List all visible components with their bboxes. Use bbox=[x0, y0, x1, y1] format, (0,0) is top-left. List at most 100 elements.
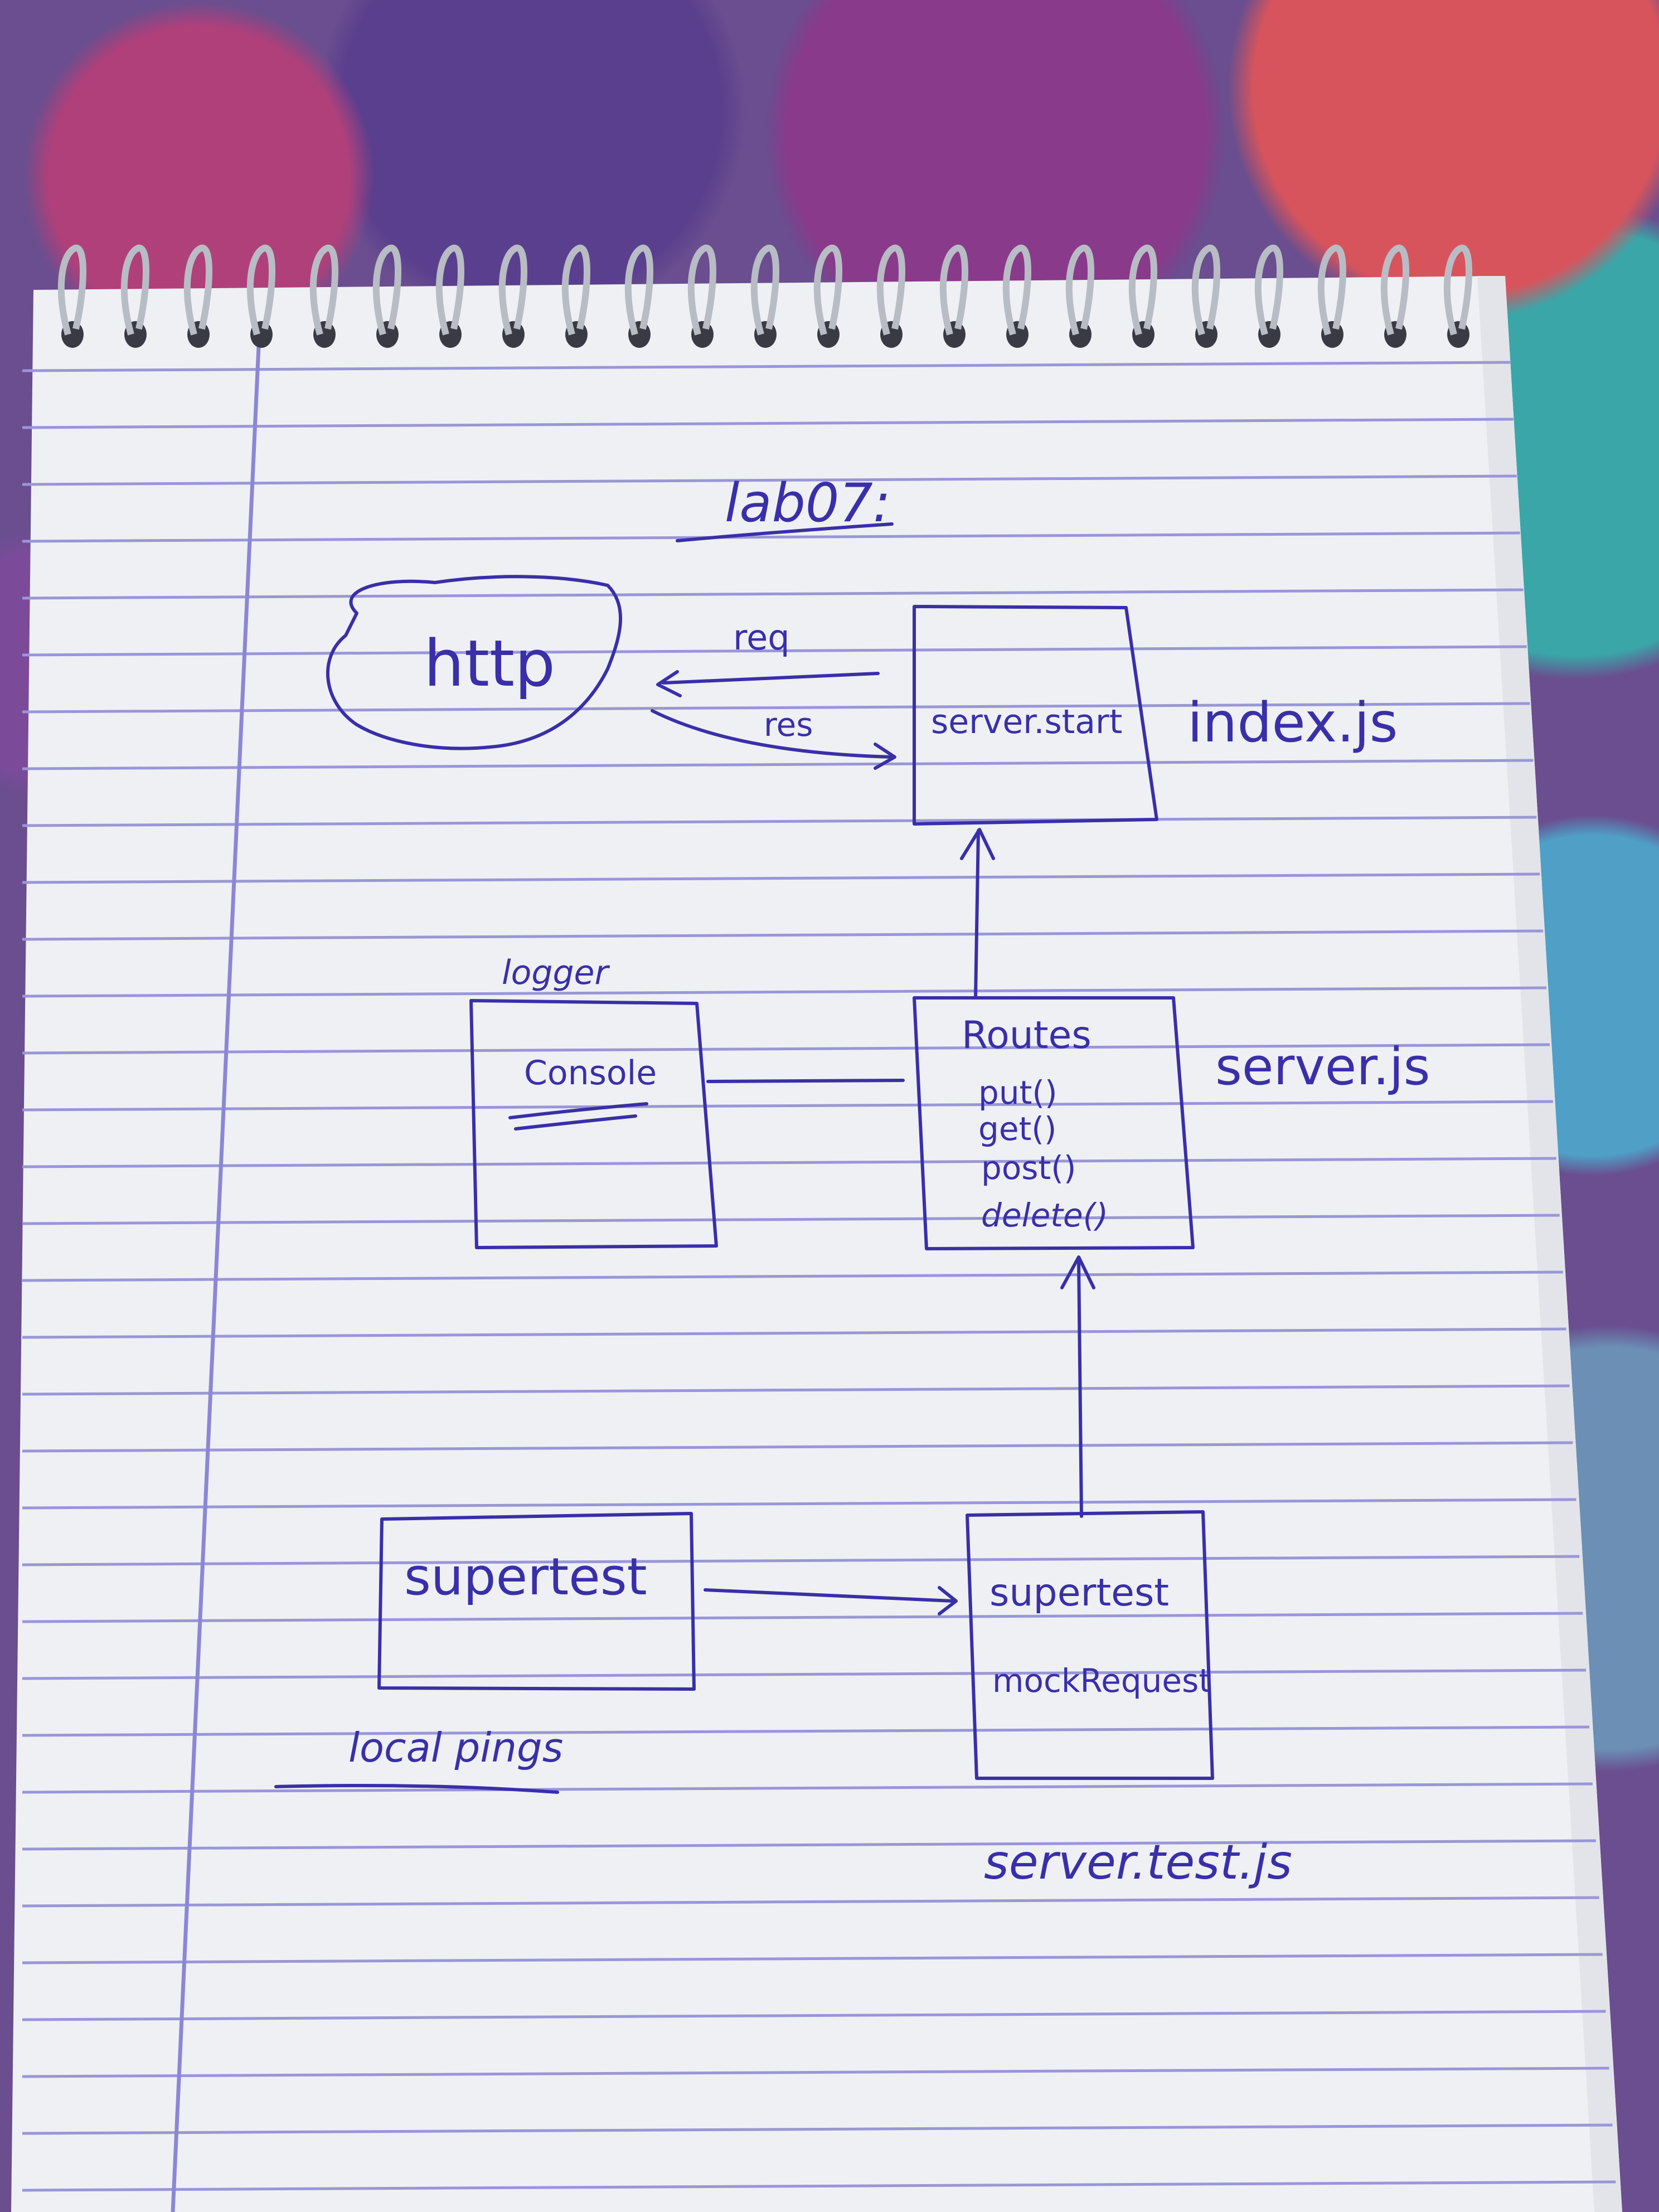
rule-line bbox=[22, 418, 1514, 429]
spiral-ring bbox=[435, 244, 464, 348]
spiral-ring bbox=[561, 244, 590, 348]
http-cloud bbox=[326, 575, 623, 750]
spiral-ring bbox=[246, 244, 275, 348]
spiral-ring bbox=[1002, 244, 1031, 348]
spiral-ring bbox=[1443, 244, 1472, 348]
rule-line bbox=[22, 759, 1534, 770]
logger-caption: logger bbox=[502, 953, 610, 992]
req-arrow bbox=[662, 672, 880, 685]
rule-line bbox=[22, 929, 1544, 941]
route-method-delete: delete() bbox=[981, 1196, 1108, 1234]
rule-line bbox=[22, 588, 1524, 600]
notebook-page bbox=[11, 276, 1622, 2212]
route-method-post: post() bbox=[981, 1149, 1076, 1187]
server-test-js-label: server.test.js bbox=[984, 1835, 1292, 1890]
rule-line bbox=[22, 2123, 1613, 2135]
rule-line bbox=[22, 1214, 1560, 1225]
route-method-get: get() bbox=[978, 1110, 1057, 1148]
spiral-ring bbox=[120, 244, 149, 348]
spiral-ring bbox=[813, 244, 842, 348]
spiral-ring bbox=[1065, 244, 1094, 348]
spiral-ring bbox=[1128, 244, 1157, 348]
rule-line bbox=[22, 361, 1511, 372]
rule-line bbox=[22, 645, 1527, 657]
rule-line bbox=[22, 2180, 1616, 2192]
rule-line bbox=[22, 1953, 1603, 1964]
rule-line bbox=[22, 1782, 1593, 1794]
spiral-ring bbox=[1317, 244, 1346, 348]
rule-line bbox=[22, 986, 1547, 998]
spiral-ring bbox=[624, 244, 653, 348]
supertest-to-test-arrow bbox=[704, 1588, 955, 1603]
rule-line bbox=[22, 2010, 1606, 2021]
diagram-title: lab07: bbox=[725, 473, 891, 534]
routes-box bbox=[913, 996, 1195, 1250]
rule-line bbox=[22, 1441, 1573, 1453]
console-label: Console bbox=[524, 1054, 657, 1093]
req-label: req bbox=[733, 617, 790, 658]
margin-line bbox=[171, 334, 261, 2212]
spiral-ring bbox=[687, 244, 716, 348]
spiral-ring bbox=[939, 244, 968, 348]
title-underline bbox=[676, 522, 894, 542]
test-to-routes-arrowhead bbox=[1060, 1255, 1095, 1289]
server-test-label-1: supertest bbox=[989, 1571, 1169, 1615]
rule-line bbox=[22, 1100, 1553, 1112]
spiral-binding bbox=[57, 244, 1472, 348]
rule-line bbox=[22, 1896, 1599, 1908]
spiral-ring bbox=[372, 244, 401, 348]
rule-line bbox=[22, 1612, 1583, 1623]
supertest-box bbox=[377, 1512, 696, 1691]
server-js-label: server.js bbox=[1215, 1037, 1430, 1097]
routes-to-start-arrow bbox=[974, 829, 980, 1000]
diagram bbox=[274, 522, 1214, 1794]
server-start-label: server.start bbox=[931, 702, 1122, 741]
rule-line bbox=[22, 1498, 1576, 1510]
spiral-ring bbox=[57, 244, 86, 348]
routes-to-start-arrowhead bbox=[960, 828, 995, 860]
index-js-label: index.js bbox=[1187, 691, 1398, 755]
local-pings-caption: local pings bbox=[348, 1724, 563, 1771]
rule-line bbox=[22, 474, 1517, 486]
route-method-put: put() bbox=[978, 1074, 1058, 1112]
ruled-lines bbox=[22, 361, 1616, 2192]
supertest-to-test-arrowhead bbox=[938, 1586, 958, 1616]
spiral-ring bbox=[183, 244, 212, 348]
http-label: http bbox=[424, 627, 555, 701]
supertest-label: supertest bbox=[404, 1547, 647, 1607]
server-test-box bbox=[966, 1510, 1214, 1780]
rule-line bbox=[22, 1043, 1550, 1055]
req-arrowhead bbox=[656, 670, 682, 697]
spiral-ring bbox=[750, 244, 779, 348]
server-start-box bbox=[913, 605, 1158, 826]
logger-routes-link bbox=[706, 1079, 905, 1083]
local-pings-underline bbox=[274, 1783, 559, 1794]
rule-line bbox=[22, 1157, 1556, 1168]
routes-label: Routes bbox=[962, 1013, 1092, 1058]
rule-line bbox=[22, 816, 1537, 827]
console-underline bbox=[508, 1102, 648, 1131]
res-label: res bbox=[764, 706, 813, 744]
rule-line bbox=[22, 1327, 1566, 1339]
rule-line bbox=[22, 2067, 1609, 2078]
spiral-ring bbox=[1254, 244, 1283, 348]
rule-line bbox=[22, 1555, 1580, 1566]
spiral-ring bbox=[876, 244, 905, 348]
res-arrowhead bbox=[874, 743, 896, 770]
rule-line bbox=[22, 1839, 1596, 1851]
rule-line bbox=[22, 1384, 1570, 1396]
res-arrow bbox=[651, 709, 894, 759]
logger-box bbox=[469, 999, 718, 1249]
rule-line bbox=[22, 1725, 1589, 1737]
rule-line bbox=[22, 531, 1520, 543]
rule-line bbox=[22, 872, 1540, 884]
server-test-label-2: mockRequest bbox=[992, 1662, 1211, 1700]
spiral-ring bbox=[309, 244, 338, 348]
rule-line bbox=[22, 1668, 1587, 1680]
rule-line bbox=[22, 702, 1530, 714]
test-to-routes-arrow bbox=[1077, 1258, 1083, 1518]
spiral-ring bbox=[1380, 244, 1409, 348]
spiral-ring bbox=[1191, 244, 1220, 348]
spiral-ring bbox=[498, 244, 527, 348]
